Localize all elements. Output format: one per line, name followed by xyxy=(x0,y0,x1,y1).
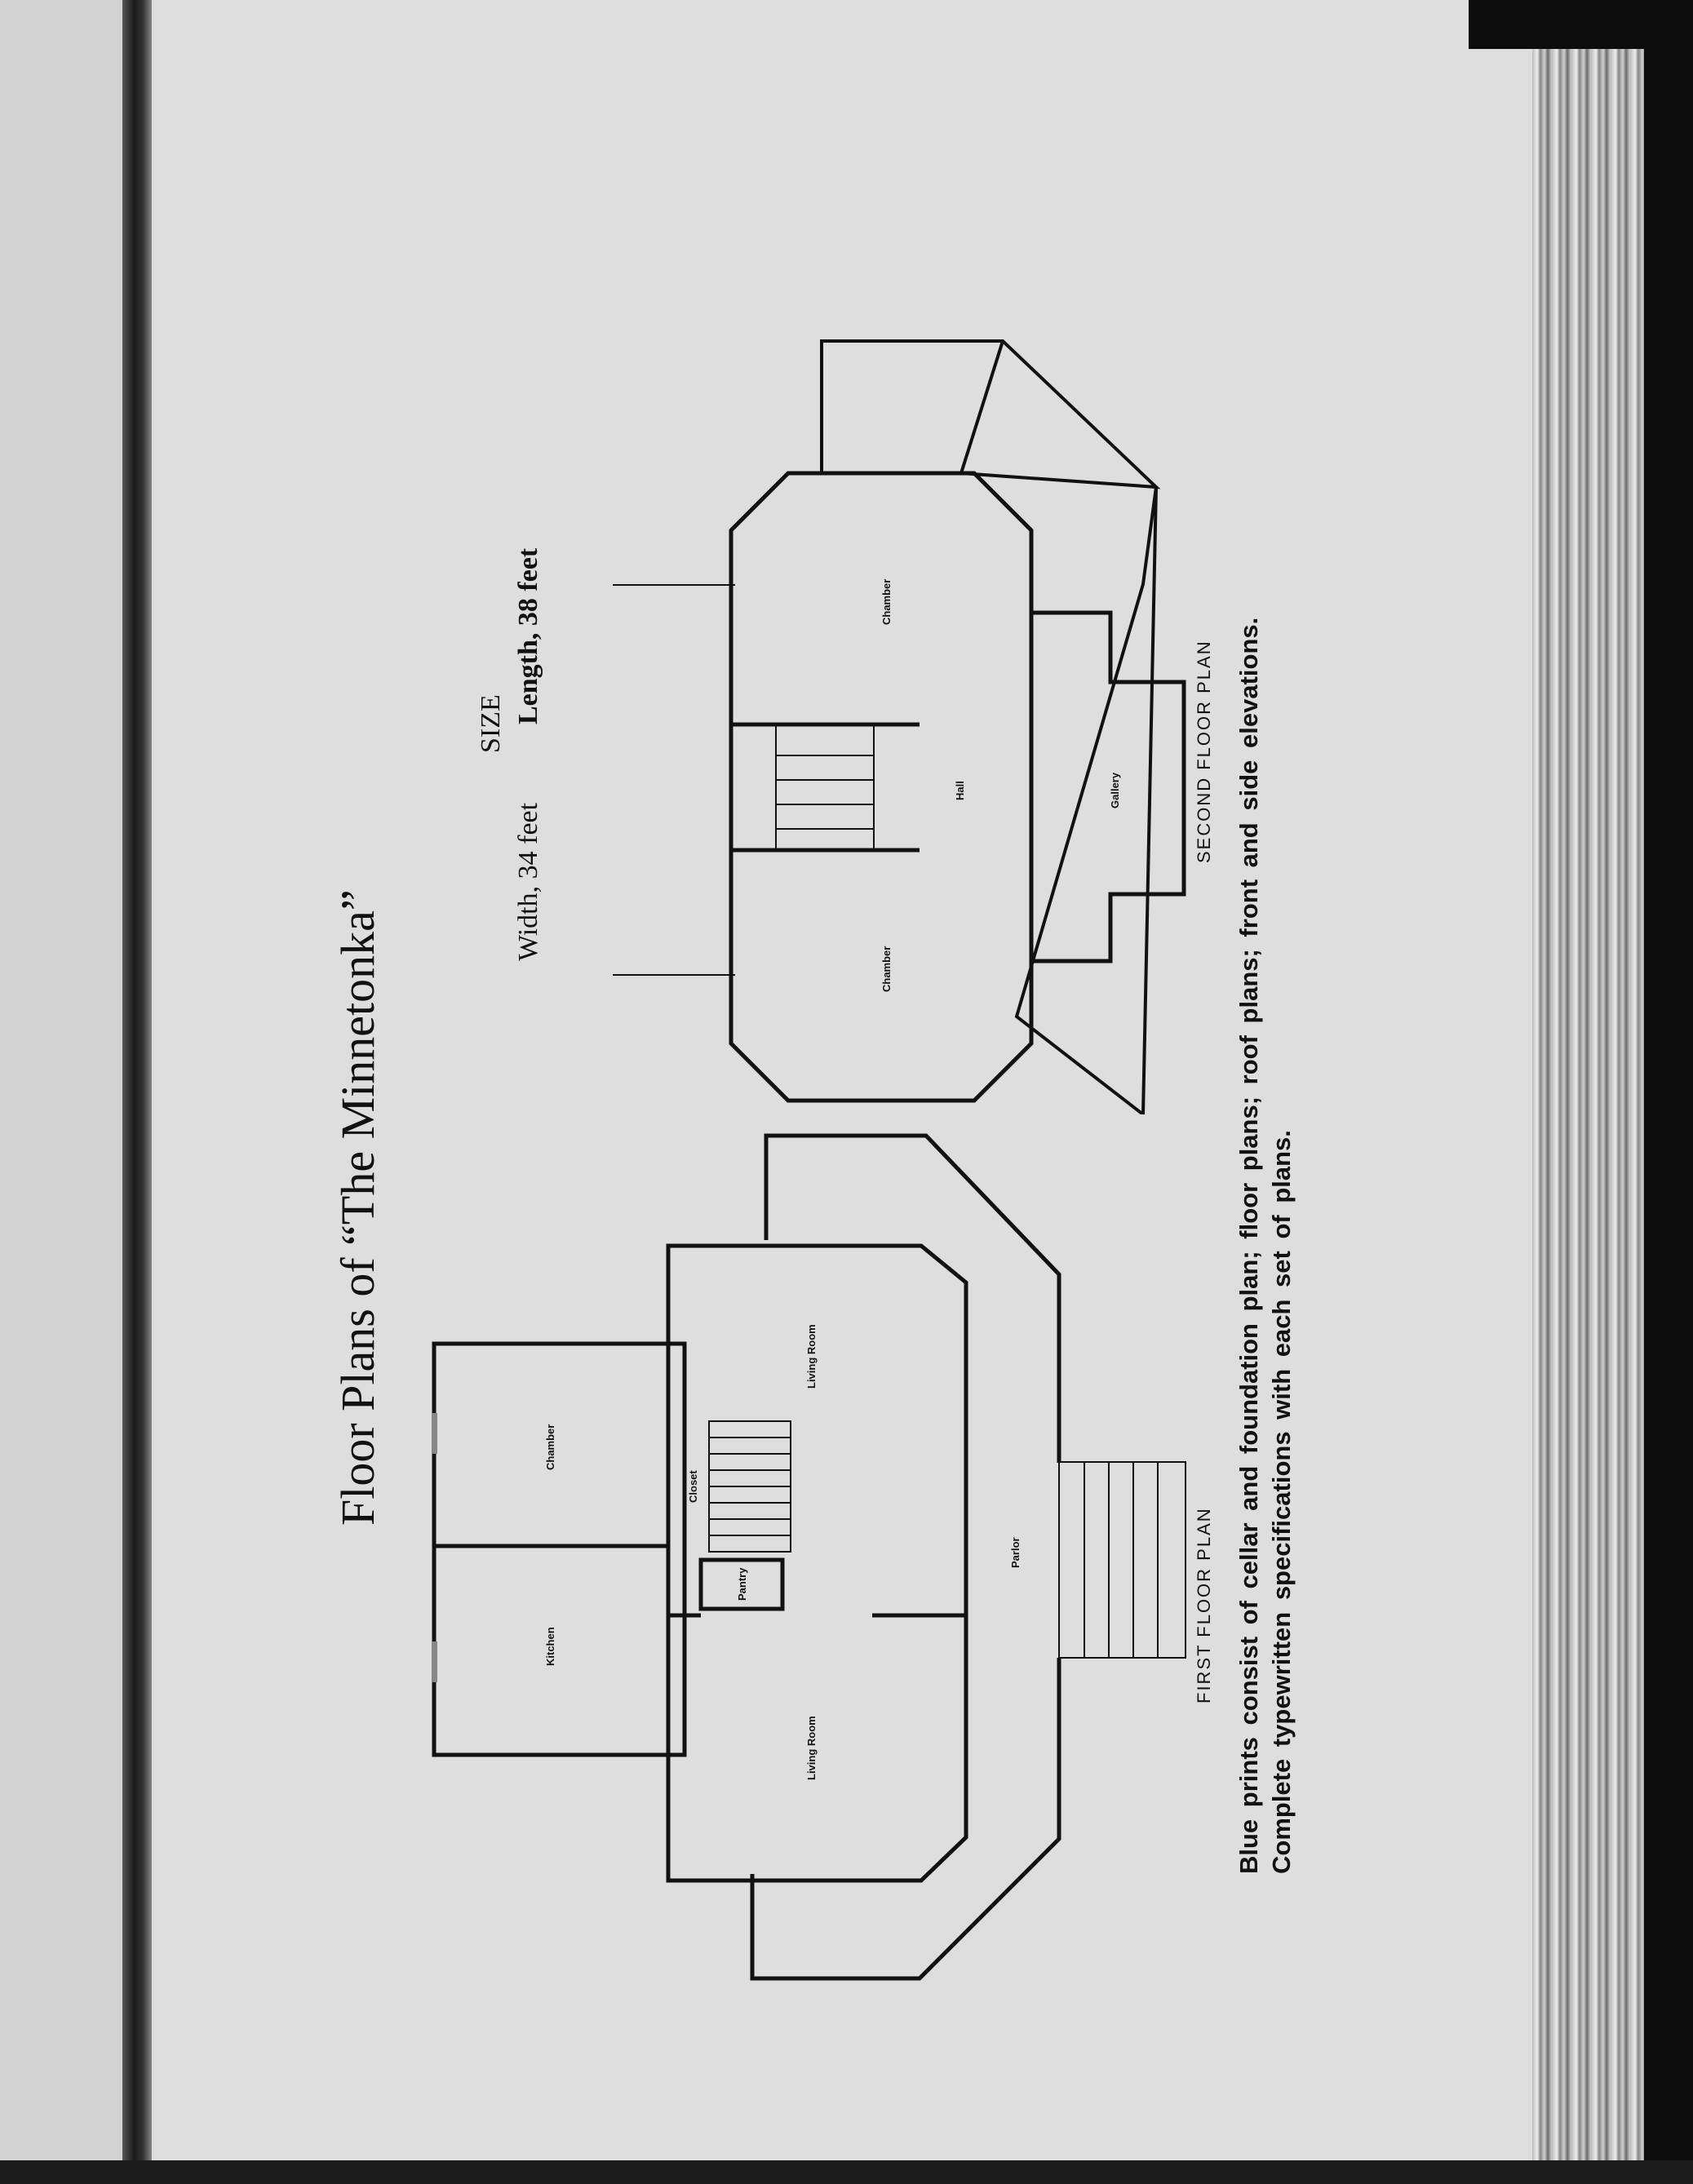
main-body-wall xyxy=(666,1243,968,1883)
room-label-living-room-1: Living Room xyxy=(805,1716,818,1780)
front-steps xyxy=(1058,1461,1186,1659)
page-title: Floor Plans of “The Minnetonka” xyxy=(331,889,384,1526)
room-label-hall: Hall xyxy=(954,781,966,800)
room-label-parlor: Parlor xyxy=(1009,1537,1022,1568)
room-label-kitchen: Kitchen xyxy=(544,1627,556,1666)
rear-wing-wall xyxy=(432,1341,671,1757)
footer-line-1: Blue prints consist of cellar and founda… xyxy=(1234,617,1263,1874)
second-floor-caption: SECOND FLOOR PLAN xyxy=(1194,640,1214,863)
room-label-closet: Closet xyxy=(687,1470,699,1503)
room-label-chamber-1: Chamber xyxy=(880,946,893,992)
size-heading: SIZE xyxy=(476,694,506,753)
room-label-gallery: Gallery xyxy=(1109,772,1121,808)
first-floor-plan: Kitchen Chamber Living Room Living Room … xyxy=(432,1133,1186,1981)
room-label-chamber-2: Chamber xyxy=(880,579,893,625)
scan-border-bottom xyxy=(0,2160,1693,2184)
footer-line-2: Complete typewritten specifications with… xyxy=(1267,1130,1296,1874)
rotated-content: Floor Plans of “The Minnetonka” SIZE Wid… xyxy=(321,126,1324,2062)
page xyxy=(152,0,1532,2184)
second-floor-plan: Chamber Chamber Hall Gallery xyxy=(613,339,1186,1114)
room-label-pantry: Pantry xyxy=(736,1567,748,1601)
size-length: Length, 38 feet xyxy=(513,548,544,724)
first-floor-caption: FIRST FLOOR PLAN xyxy=(1194,1507,1214,1703)
size-width: Width, 34 feet xyxy=(513,802,543,961)
scan-border xyxy=(1644,0,1693,2184)
scan-border-top xyxy=(1469,0,1693,49)
previous-page-edge xyxy=(0,0,126,2184)
gallery-wall xyxy=(1031,610,1186,964)
room-label-living-room-2: Living Room xyxy=(805,1324,818,1389)
porch-rail xyxy=(750,1658,1061,1981)
room-label-chamber: Chamber xyxy=(544,1424,556,1470)
size-length-text: Length, 38 feet xyxy=(513,547,543,724)
book-gutter xyxy=(122,0,152,2184)
page-edges xyxy=(1532,0,1646,2184)
